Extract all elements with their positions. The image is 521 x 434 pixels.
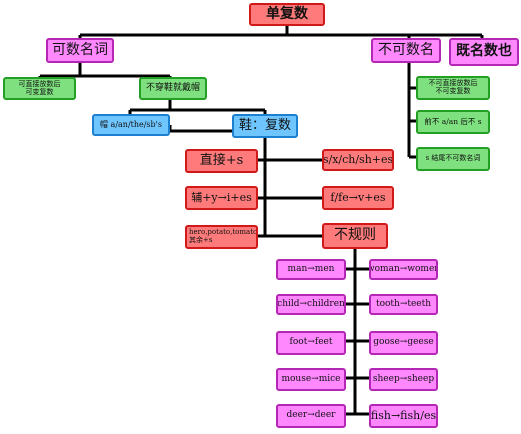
countable-node: 可数名词: [46, 38, 114, 63]
rule-sxchsh-es: s/x/ch/sh+es: [322, 149, 394, 171]
irregular-deer: deer→deer: [276, 404, 346, 428]
countable-note-direct: 可直接放数后 可变复数: [3, 77, 76, 100]
irregular-woman: woman→women: [369, 259, 438, 280]
rule-f-fe: f/fe→v+es: [322, 186, 394, 210]
irregular-tooth: tooth→teeth: [369, 294, 438, 315]
irregular-goose: goose→geese: [369, 331, 438, 355]
uncountable-node: 不可数名: [371, 38, 441, 63]
rule-consonant-y: 辅+y→i+es: [185, 186, 258, 210]
rule-irregular: 不规则: [322, 223, 388, 249]
rule-hero-potato: hero,potato,tomato+es 其余+s: [185, 225, 258, 249]
both-node: 既名数也: [449, 38, 519, 66]
countable-note-shoe-hat: 不穿鞋就戴帽: [139, 77, 207, 100]
hat-node: 帽 a/an/the/sb's: [92, 114, 170, 136]
irregular-child: child→children: [276, 294, 346, 315]
irregular-man: man→men: [276, 259, 346, 280]
uncountable-note-s-ending: s 结尾不可数名词: [416, 147, 490, 171]
shoe-node: 鞋：复数: [232, 114, 298, 138]
irregular-mouse: mouse→mice: [276, 368, 346, 391]
irregular-foot: foot→feet: [276, 331, 346, 355]
root-node: 单复数: [249, 3, 325, 26]
irregular-sheep: sheep→sheep: [369, 368, 438, 391]
uncountable-note-no-article: 前不 a/an 后不 s: [416, 110, 490, 134]
uncountable-note-no-number: 不可直接放数后 不可变复数: [416, 76, 490, 100]
rule-direct-s: 直接+s: [185, 149, 258, 173]
irregular-fish: fish→fish/es: [369, 404, 438, 428]
